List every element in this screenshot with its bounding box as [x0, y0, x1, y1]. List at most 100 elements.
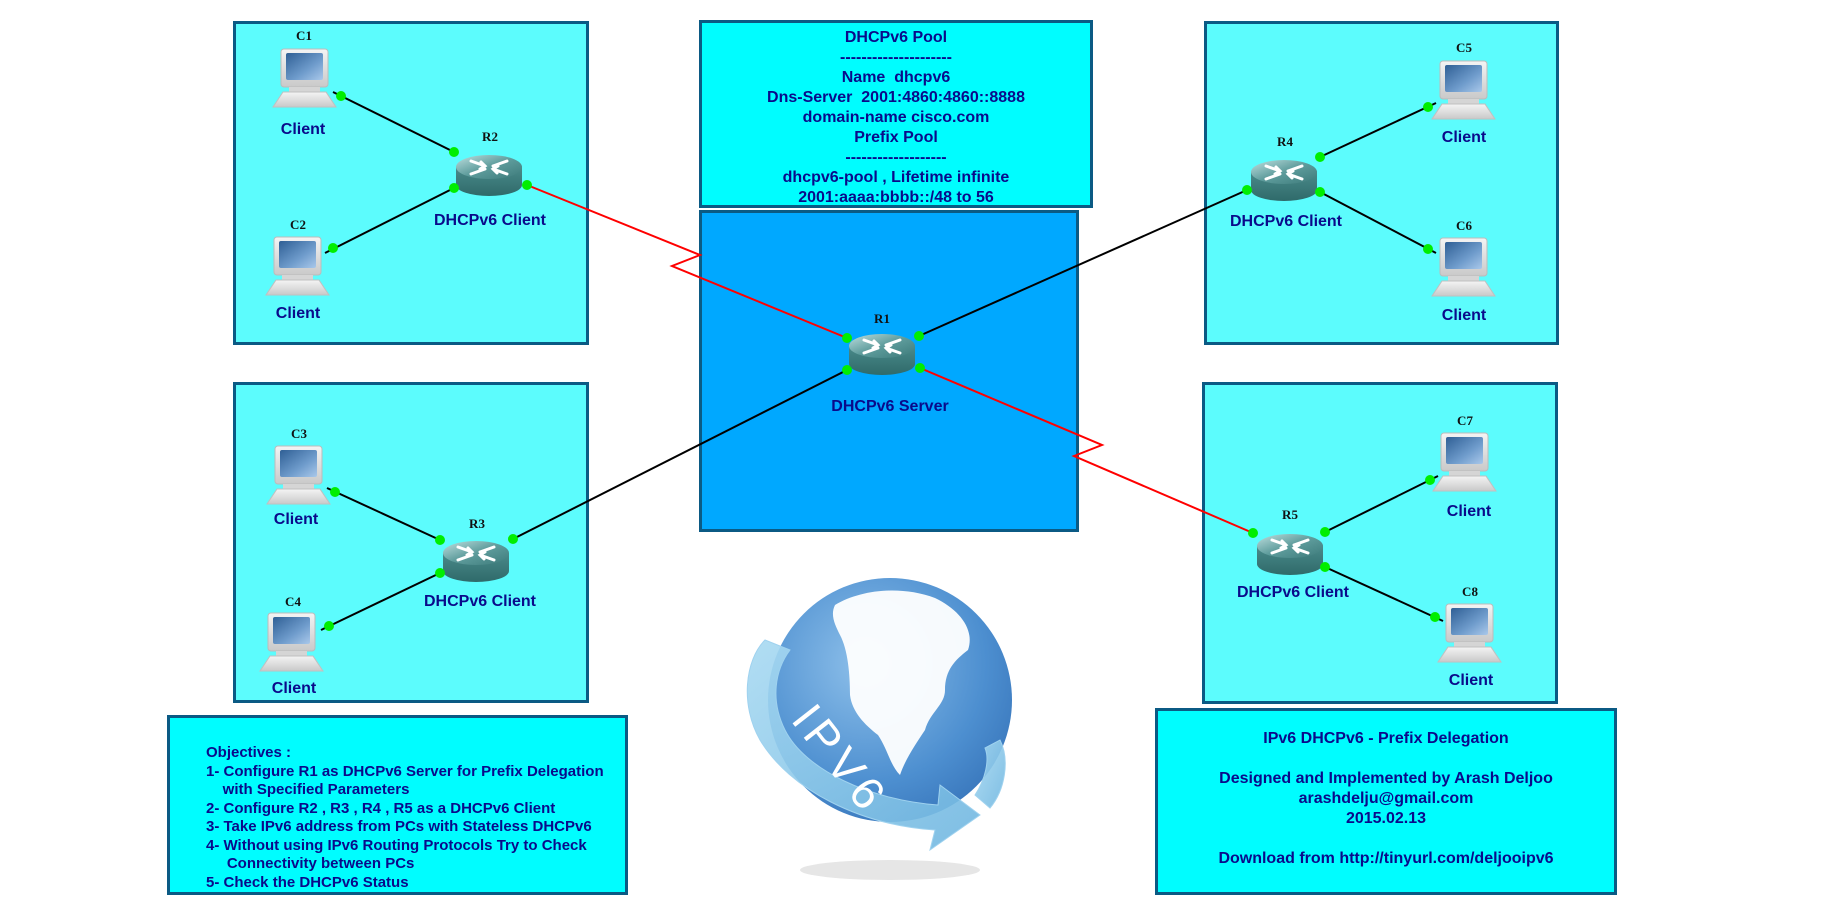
router-r3-name: R3 — [469, 516, 485, 531]
pc-c3-name: C3 — [291, 426, 307, 441]
pc-c4-role: Client — [271, 680, 317, 697]
pc-c8-icon[interactable] — [1437, 603, 1502, 663]
ipv6-globe-logo: IPV6 — [746, 578, 1012, 880]
port-up-icon — [842, 365, 852, 375]
author-line: Designed and Implemented by Arash Deljoo — [1219, 770, 1553, 787]
router-r1-role: DHCPv6 Server — [831, 398, 949, 415]
router-r4-icon[interactable] — [1249, 158, 1319, 203]
pc-c6-name: C6 — [1456, 218, 1472, 233]
router-r5-icon[interactable] — [1255, 532, 1325, 577]
ethernet-link-r3-c4 — [320, 572, 441, 631]
objectives-title: Objectives : — [206, 744, 292, 761]
pc-c5-name: C5 — [1456, 40, 1472, 55]
ethernet-link-r3-c3 — [326, 487, 441, 541]
pc-c5-role: Client — [1441, 129, 1487, 146]
router-r2-name: R2 — [482, 129, 498, 144]
pc-c8-name: C8 — [1462, 584, 1478, 599]
prefix-pool-name: dhcpv6-pool , Lifetime infinite — [782, 169, 1010, 186]
port-up-icon — [324, 621, 334, 631]
router-r5-name: R5 — [1282, 507, 1298, 522]
port-up-icon — [915, 363, 925, 373]
pc-c2-role: Client — [275, 305, 321, 322]
pool-separator: ------------------- — [845, 149, 947, 166]
prefix-pool-range: 2001:aaaa:bbbb::/48 to 56 — [798, 189, 994, 206]
spacer — [1158, 749, 1614, 769]
pool-title: DHCPv6 Pool — [844, 29, 948, 46]
pc-c3-icon[interactable] — [266, 445, 331, 505]
ethernet-link-r5-c7 — [1324, 475, 1439, 533]
ethernet-link-r5-c8 — [1324, 566, 1444, 622]
pc-c1-role: Client — [280, 121, 326, 138]
ribbon-tail — [974, 739, 1006, 809]
ethernet-link-r2-c1 — [332, 91, 455, 153]
router-r3-role: DHCPv6 Client — [423, 593, 537, 610]
spacer — [1158, 829, 1614, 849]
port-up-icon — [330, 487, 340, 497]
port-up-icon — [1423, 244, 1433, 254]
objective-item: 5- Check the DHCPv6 Status — [206, 873, 409, 891]
pool-domain-name: domain-name cisco.com — [802, 109, 990, 126]
lab-date: 2015.02.13 — [1345, 810, 1427, 827]
pc-c6-icon[interactable] — [1431, 237, 1496, 297]
port-up-icon — [1423, 102, 1433, 112]
port-up-icon — [914, 331, 924, 341]
objective-item: with Specified Parameters — [206, 781, 410, 798]
port-up-icon — [435, 535, 445, 545]
router-r5-role: DHCPv6 Client — [1236, 584, 1350, 601]
ethernet-link-r4-c5 — [1319, 102, 1437, 158]
port-up-icon — [1315, 152, 1325, 162]
objective-item: 2- Configure R2 , R3 , R4 , R5 as a DHCP… — [206, 799, 556, 817]
objective-item: 4- Without using IPv6 Routing Protocols … — [206, 836, 587, 854]
pc-c2-icon[interactable] — [265, 236, 330, 296]
port-up-icon — [1430, 612, 1440, 622]
router-r1-name: R1 — [874, 311, 890, 326]
pc-c7-role: Client — [1446, 503, 1492, 520]
port-up-icon — [1242, 185, 1252, 195]
port-up-icon — [435, 568, 445, 578]
objective-item: Connectivity between PCs — [206, 855, 415, 872]
objective-item: 3- Take IPv6 address from PCs with State… — [206, 818, 592, 835]
port-up-icon — [1320, 527, 1330, 537]
pc-c7-icon[interactable] — [1432, 432, 1497, 492]
objective-item: 1- Configure R1 as DHCPv6 Server for Pre… — [206, 762, 604, 780]
port-up-icon — [449, 147, 459, 157]
objectives-box: Objectives : 1- Configure R1 as DHCPv6 S… — [167, 715, 628, 895]
pc-c5-icon[interactable] — [1431, 60, 1496, 120]
serial-link-r1-r5 — [919, 367, 1254, 534]
pool-dns-server: Dns-Server 2001:4860:4860::8888 — [767, 89, 1025, 106]
pc-c6-role: Client — [1441, 307, 1487, 324]
credits-box: IPv6 DHCPv6 - Prefix Delegation Designed… — [1155, 708, 1617, 895]
port-up-icon — [522, 180, 532, 190]
pc-c1-icon[interactable] — [272, 48, 337, 108]
pc-c2-name: C2 — [290, 217, 306, 232]
port-up-icon — [1425, 475, 1435, 485]
port-up-icon — [1248, 528, 1258, 538]
pc-c7-name: C7 — [1457, 413, 1473, 428]
pc-c8-role: Client — [1448, 672, 1494, 689]
port-up-icon — [1315, 187, 1325, 197]
author-email: arashdelju@gmail.com — [1298, 790, 1474, 807]
port-up-icon — [336, 91, 346, 101]
ethernet-link-r2-c2 — [324, 187, 455, 254]
pool-name: Name dhcpv6 — [841, 69, 951, 86]
ethernet-link-r1-r4 — [918, 189, 1248, 337]
router-r1-icon[interactable] — [847, 332, 917, 377]
pc-c4-icon[interactable] — [259, 612, 324, 672]
router-r3-icon[interactable] — [441, 539, 511, 584]
download-link[interactable]: Download from http://tinyurl.com/deljooi… — [1218, 850, 1554, 867]
router-r4-role: DHCPv6 Client — [1229, 213, 1343, 230]
pool-separator: --------------------- — [840, 49, 952, 66]
router-r2-icon[interactable] — [454, 153, 524, 198]
port-up-icon — [842, 333, 852, 343]
continent-shape — [832, 590, 970, 775]
ethernet-link-r1-r3 — [512, 369, 848, 540]
prefix-pool-title: Prefix Pool — [854, 129, 938, 146]
lab-title: IPv6 DHCPv6 - Prefix Delegation — [1263, 730, 1509, 747]
port-up-icon — [449, 183, 459, 193]
router-r2-role: DHCPv6 Client — [433, 212, 547, 229]
ipv6-ribbon-arrow — [746, 639, 981, 852]
port-up-icon — [1320, 562, 1330, 572]
serial-link-r1-r2 — [526, 184, 848, 339]
pc-c3-role: Client — [273, 511, 319, 528]
